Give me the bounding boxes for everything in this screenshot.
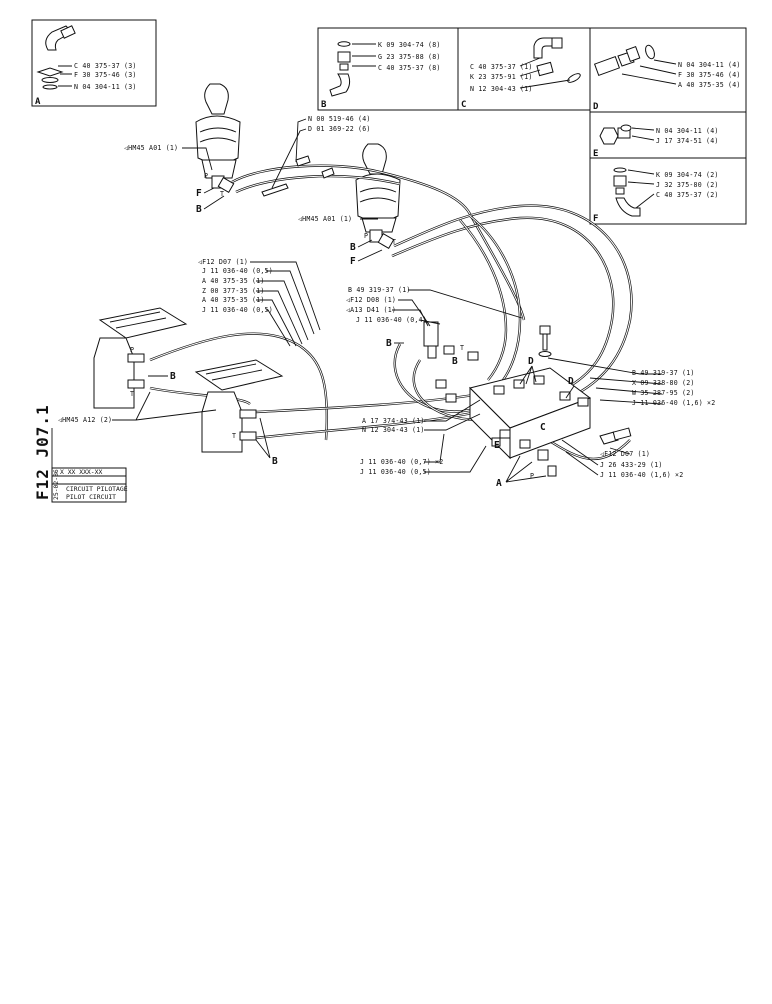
valve-a-label: A (496, 478, 502, 489)
pilot-valve-b-label-2: B (452, 356, 458, 367)
callout-j11-bottom: J 11 036-40 (0,5) (360, 468, 431, 476)
callout-j11-x2-bottom-right: J 11 036-40 (1,6) ×2 (600, 471, 683, 479)
callout-hm45-a12: ◁HM45 A12 (2) (58, 416, 112, 424)
hose-clips (261, 155, 335, 197)
callout-texts: ◁HM45 A01 (1) ◁HM45 A01 (1) ◁HM45 A12 (2… (58, 115, 715, 479)
detail-box-c: C 40 375-37 (1) K 23 375-91 (1) N 12 304… (457, 27, 591, 111)
detail-box-f: K 09 304-74 (2) J 32 375-80 (2) C 40 375… (589, 157, 747, 225)
box-d-letter: D (593, 102, 599, 112)
box-c-letter: C (461, 100, 466, 110)
hoses (149, 164, 633, 461)
callout-n12: N 12 304-43 (1) (362, 426, 425, 434)
callout-b49-right: B 49 319-37 (1) (632, 369, 695, 377)
joystick-left: P T F B (195, 83, 241, 215)
joystick-left-p: P (204, 172, 208, 180)
valve-c-label: C (540, 422, 546, 433)
box-b-item-3: C 40 375-37 (8) (378, 64, 441, 72)
valve-p: P (530, 472, 534, 480)
callout-a17: A 17 374-43 (1) (362, 417, 425, 425)
joystick-right-t: T (392, 238, 396, 246)
callout-f12d07-top: ◁F12 D07 (1) (198, 258, 248, 266)
callout-f12d08: ◁F12 D08 (1) (346, 296, 396, 304)
box-b-item-2: G 23 375-88 (8) (378, 53, 441, 61)
pedal-left-b-label: B (170, 371, 176, 382)
callout-j11-x2-bottom: J 11 036-40 (0,7) ×2 (360, 458, 443, 466)
joystick-left-f-label: F (196, 188, 202, 199)
detail-box-b: K 09 304-74 (8) G 23 375-88 (8) C 40 375… (317, 27, 459, 111)
joystick-right-f-label: F (350, 256, 356, 267)
callout-j26: J 26 433-29 (1) (600, 461, 663, 469)
callout-j11-c: J 11 036-40 (0,4) (356, 316, 427, 324)
box-f-item-2: J 32 375-80 (2) (656, 181, 719, 189)
pedal-left: P T B (93, 307, 188, 409)
pilot-valve-t: T (460, 344, 464, 352)
valve-d-label-1: D (528, 356, 534, 367)
callout-w35: W 35 287-95 (2) (632, 389, 695, 397)
callout-z00: Z 00 377-35 (1) (202, 287, 265, 295)
title-date: 25-02-86 (52, 469, 60, 500)
callout-n00519: N 00 519-46 (4) (308, 115, 371, 123)
box-a-item-2: F 30 375-46 (3) (74, 71, 137, 79)
leader-lines (112, 118, 663, 476)
callout-x09: X 09 338-80 (2) (632, 379, 695, 387)
callout-d01369: D 01 369-22 (6) (308, 125, 371, 133)
pedal-left-t: T (130, 390, 134, 398)
detail-box-e: N 04 304-11 (4) J 17 374-51 (4) E (589, 111, 747, 159)
box-c-item-2: K 23 375-91 (1) (470, 73, 533, 81)
pedal-right-b-label: B (272, 456, 278, 467)
joystick-right-p: P (364, 232, 368, 240)
pilot-valve-b-label: B (386, 338, 392, 349)
joystick-left-t: T (220, 190, 224, 198)
callout-b49-top: B 49 319-37 (1) (348, 286, 411, 294)
callout-j11-x2-right: J 11 036-40 (1,6) ×2 (632, 399, 715, 407)
box-b-item-1: K 09 304-74 (8) (378, 41, 441, 49)
joystick-left-b-label: B (196, 204, 202, 215)
box-b-letter: B (321, 100, 327, 110)
pedal-right: T B (194, 359, 284, 467)
drawing-code: F12 J07.1 (33, 404, 52, 500)
box-c-item-1: C 40 375-37 (1) (470, 63, 533, 71)
title-fr: CIRCUIT PILOTAGE (66, 485, 128, 493)
box-a-item-1: C 40 375-37 (3) (74, 62, 137, 70)
callout-hm45-a01-right: ◁HM45 A01 (1) (298, 215, 352, 223)
box-f-item-3: C 40 375-37 (2) (656, 191, 719, 199)
box-f-item-1: K 09 304-74 (2) (656, 171, 719, 179)
box-d-item-3: A 40 375-35 (4) (678, 81, 741, 89)
title-block: F12 J07.1 X XX XXX-XX 25-02-86 CIRCUIT P… (33, 404, 128, 503)
box-c-item-3: N 12 304-43 (1) (470, 85, 533, 93)
box-a-letter: A (35, 97, 41, 107)
fitting-right (599, 427, 632, 445)
valve-e-label: E (494, 440, 500, 451)
box-d-item-2: F 30 375-46 (4) (678, 71, 741, 79)
callout-a40-a: A 40 375-35 (1) (202, 277, 265, 285)
title-ref: X XX XXX-XX (60, 468, 102, 476)
box-d-item-1: N 04 304-11 (4) (678, 61, 741, 69)
callout-a13d41: ◁A13 D41 (1) (346, 306, 396, 314)
callout-hm45-a01-left: ◁HM45 A01 (1) (124, 144, 178, 152)
pedal-left-p: P (130, 346, 134, 354)
box-a-item-3: N 04 304-11 (3) (74, 83, 137, 91)
pilot-valve: B B T (386, 321, 479, 403)
box-f-letter: F (593, 214, 598, 224)
valve-block: D D C E A P (469, 325, 592, 489)
callout-j11-a: J 11 036-40 (0,5) (202, 267, 273, 275)
detail-box-a: C 40 375-37 (3) F 30 375-46 (3) N 04 304… (31, 19, 157, 107)
valve-d-label-2: D (568, 376, 574, 387)
joystick-right: P T B F (350, 143, 401, 267)
joystick-right-b-label: B (350, 242, 356, 253)
title-en: PILOT CIRCUIT (66, 493, 116, 501)
pedal-right-t: T (232, 432, 236, 440)
detail-box-d: N 04 304-11 (4) F 30 375-46 (4) A 40 375… (589, 27, 747, 113)
box-e-item-1: N 04 304-11 (4) (656, 127, 719, 135)
box-e-item-2: J 17 374-51 (4) (656, 137, 719, 145)
callout-j11-b: J 11 036-40 (0,5) (202, 306, 273, 314)
box-e-letter: E (593, 149, 598, 159)
callout-f12d07-right: ◁F12 D07 (1) (600, 450, 650, 458)
callout-a40-b: A 40 375-35 (1) (202, 296, 265, 304)
